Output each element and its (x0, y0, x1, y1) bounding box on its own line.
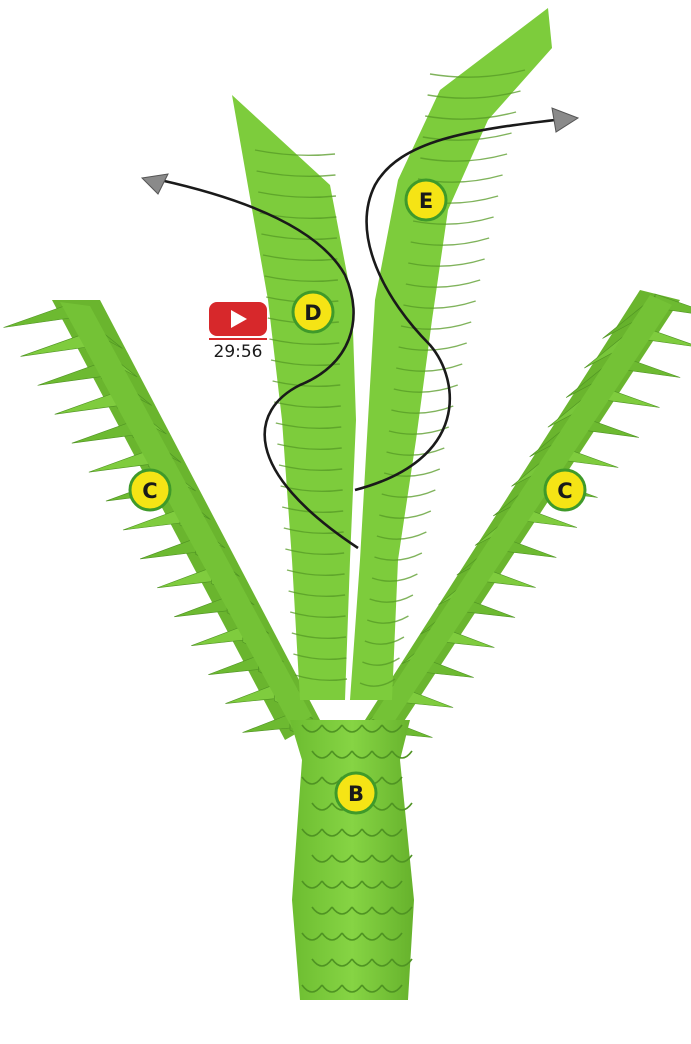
part-label-c-right-text: C (557, 479, 572, 503)
frond-spike (123, 509, 180, 530)
base-trunk (290, 720, 414, 1000)
part-label-d: D (293, 292, 333, 332)
part-label-b: B (336, 773, 376, 813)
part-label-b-text: B (348, 782, 364, 806)
part-label-e-text: E (419, 189, 433, 213)
frond-spike (89, 450, 149, 472)
arrow-head-left-icon (142, 174, 168, 194)
frond-spike (4, 304, 71, 328)
frond-spike (55, 392, 117, 414)
frond-spike (140, 538, 196, 559)
video-tutorial-badge[interactable]: 29:56 (205, 298, 271, 370)
arrow-head-right-icon (552, 108, 578, 132)
video-duration: 29:56 (205, 342, 271, 362)
part-label-d-text: D (304, 301, 321, 325)
part-label-e: E (406, 180, 446, 220)
play-icon[interactable] (205, 298, 271, 340)
part-label-c-left: C (130, 470, 170, 510)
frond-spike (72, 421, 133, 443)
part-label-c-left-text: C (142, 479, 157, 503)
frond-spike (38, 363, 102, 386)
part-label-c-right: C (545, 470, 585, 510)
frond-spike (21, 333, 86, 356)
